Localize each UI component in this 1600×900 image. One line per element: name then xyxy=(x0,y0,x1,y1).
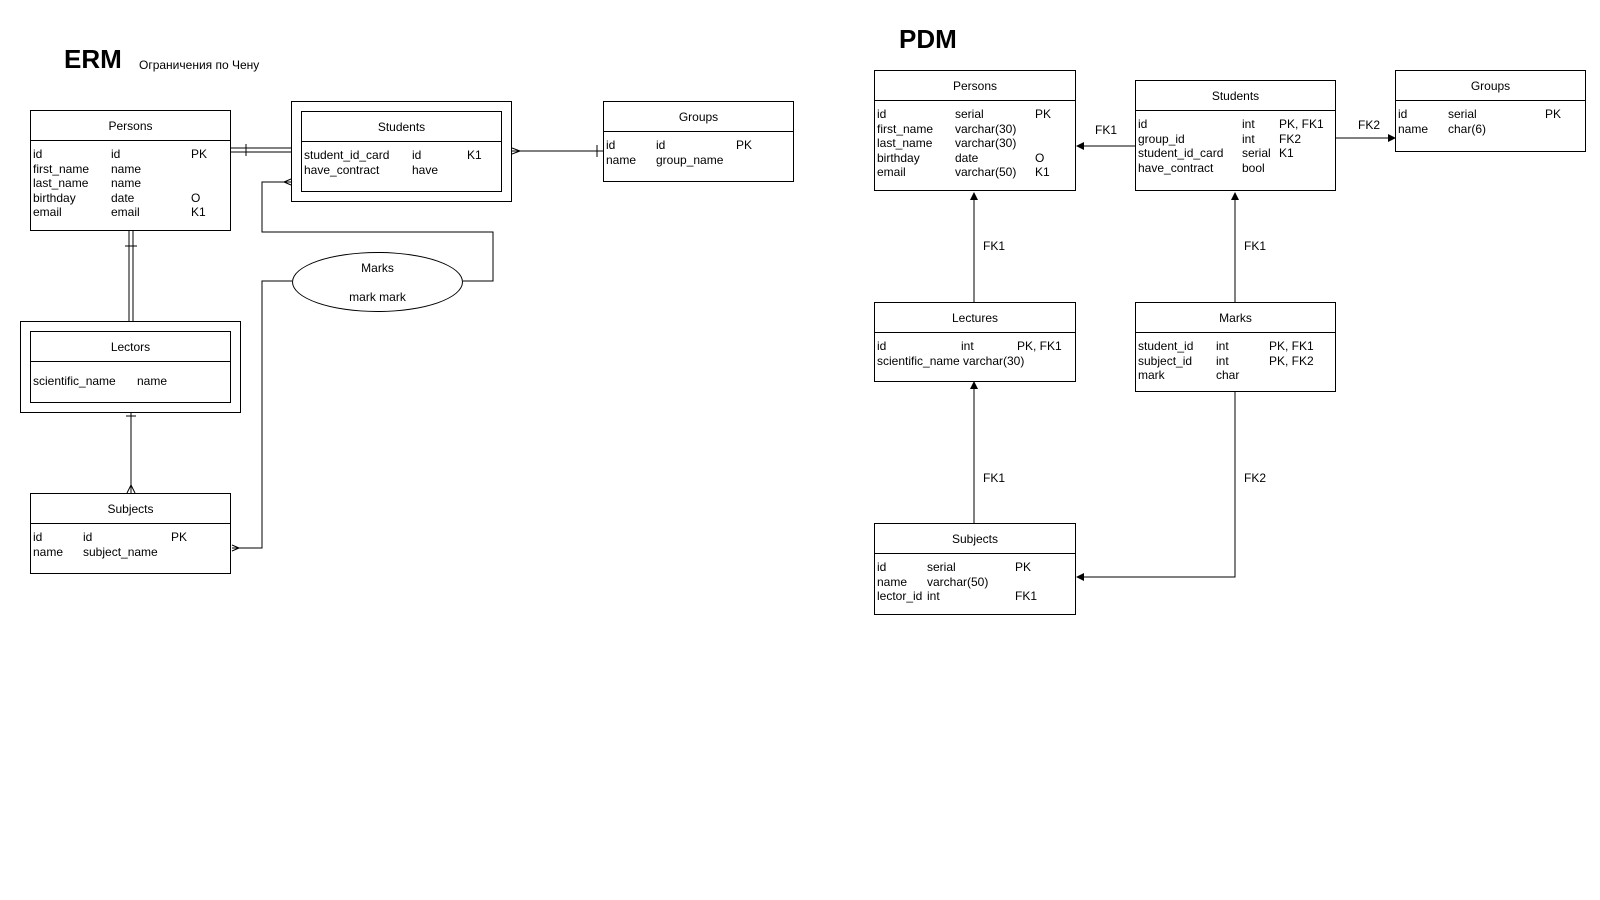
fk-label: FK1 xyxy=(983,471,1006,485)
table-title: Students xyxy=(1136,81,1335,111)
erm-subtitle: Ограничения по Чену xyxy=(139,58,260,72)
entity-title: Groups xyxy=(604,102,793,132)
fk-label: FK2 xyxy=(1244,471,1267,485)
fk-label: FK1 xyxy=(983,239,1006,253)
table-title: Lectures xyxy=(875,303,1075,333)
table-title: Subjects xyxy=(875,524,1075,554)
relationship-title: Marks xyxy=(361,261,394,275)
fk-label: FK1 xyxy=(1095,123,1118,137)
fk-label: FK2 xyxy=(1358,118,1381,132)
erm-marks-subjects-line xyxy=(232,280,292,549)
erm-marks-students-line xyxy=(261,181,494,282)
erm-title: ERM xyxy=(64,44,122,74)
table-title: Persons xyxy=(875,71,1075,101)
erm-marks-relationship: Marks mark mark xyxy=(292,252,463,312)
pdm-marks-subjects-arrow xyxy=(1076,392,1236,581)
entity-title: Subjects xyxy=(31,494,230,524)
entity-title: Students xyxy=(302,112,501,142)
table-title: Marks xyxy=(1136,303,1335,333)
pdm-title: PDM xyxy=(899,24,957,54)
entity-title: Lectors xyxy=(31,332,230,362)
table-title: Groups xyxy=(1396,71,1585,101)
entity-title: Persons xyxy=(31,111,230,141)
fk-label: FK1 xyxy=(1244,239,1267,253)
relationship-attribute: mark mark xyxy=(349,290,406,304)
